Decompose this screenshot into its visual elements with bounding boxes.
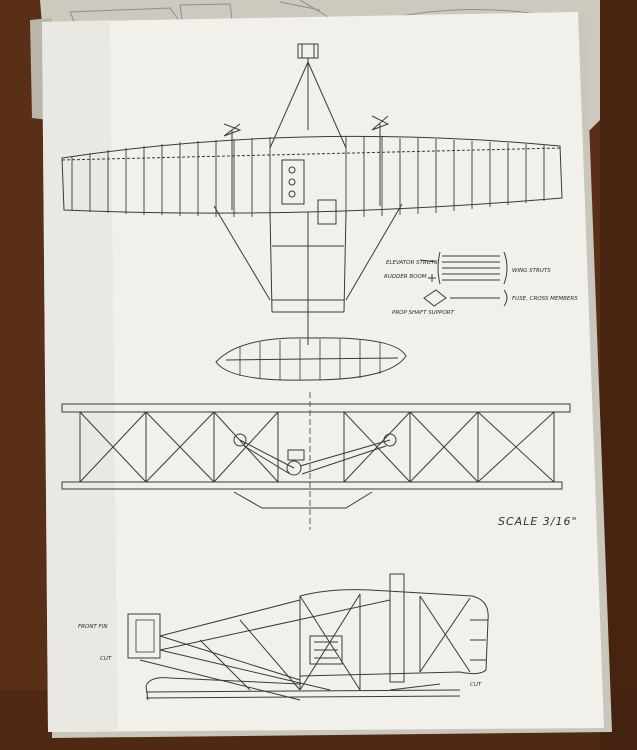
- scale-label: SCALE 3/16": [498, 515, 578, 528]
- side-view-drawing: [127, 573, 489, 701]
- label-wing-struts: WING STRUTS: [512, 268, 551, 274]
- paper-sheet: [42, 12, 604, 732]
- front-view-drawing: [61, 392, 571, 530]
- top-view-drawing: [61, 43, 563, 381]
- label-prop-shaft-support: PROP SHAFT SUPPORT: [392, 310, 454, 316]
- label-cut-bottom: CUT: [470, 682, 482, 688]
- label-elevator-struts: ELEVATOR STRUTS: [386, 260, 438, 266]
- label-cut-left: CUT: [100, 656, 112, 662]
- legend-symbols: [419, 251, 508, 307]
- label-rudder-boom: RUDDER BOOM: [384, 274, 427, 280]
- paper-shading: [42, 20, 118, 732]
- label-front-fin: FRONT FIN: [78, 624, 107, 630]
- label-fuse-cross-members: FUSE, CROSS MEMBERS: [512, 296, 578, 302]
